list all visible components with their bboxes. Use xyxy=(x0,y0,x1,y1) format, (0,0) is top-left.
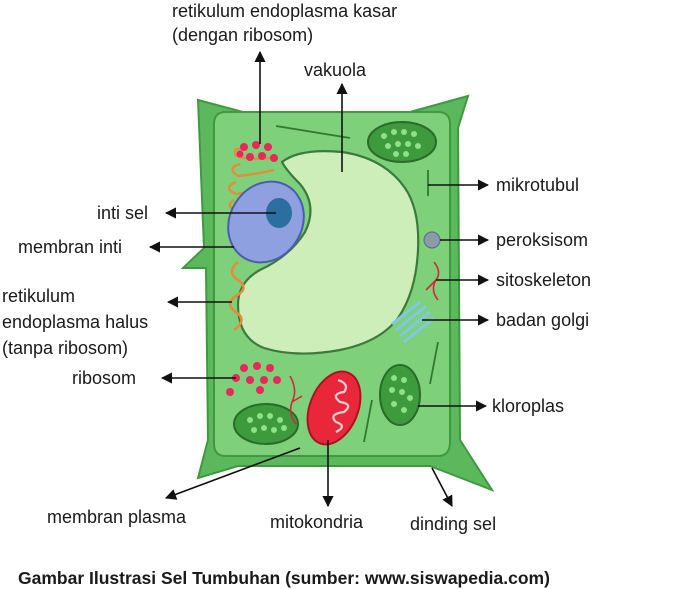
mitochondrion-cristae xyxy=(332,378,350,433)
label-vakuola: vakuola xyxy=(304,60,367,80)
free-ribosomes xyxy=(226,362,281,396)
mitochondrion xyxy=(306,370,362,446)
label-mitokondria: mitokondria xyxy=(270,512,364,532)
chloroplast-top-grana xyxy=(381,129,421,157)
label-mikrotubul: mikrotubul xyxy=(496,175,579,195)
chloroplast-right-grana xyxy=(389,375,413,413)
label-sitoskeleton: sitoskeleton xyxy=(496,270,591,290)
label-dinding-sel: dinding sel xyxy=(410,514,496,534)
microtubule-bottom xyxy=(363,399,373,443)
cytoskeleton-red-2 xyxy=(289,375,303,425)
label-inti-sel: inti sel xyxy=(97,203,148,223)
chloroplast-bottom xyxy=(233,403,299,445)
caption: Gambar Ilustrasi Sel Tumbuhan (sumber: w… xyxy=(18,568,550,588)
label-rer-line2: (dengan ribosom) xyxy=(172,25,313,45)
label-kloroplas: kloroplas xyxy=(492,396,564,416)
nucleolus xyxy=(266,198,292,228)
chloroplast-bottom-grana xyxy=(247,413,287,433)
label-membran-inti: membran inti xyxy=(18,237,122,257)
smooth-er xyxy=(228,261,245,332)
label-ser-line2: endoplasma halus xyxy=(2,312,148,332)
peroxisome xyxy=(423,231,441,249)
rer-ribosomes xyxy=(236,141,278,162)
chloroplast-right xyxy=(379,364,421,426)
chloroplast-top xyxy=(367,121,437,163)
label-badan-golgi: badan golgi xyxy=(496,310,589,330)
arrow-membran-plasma xyxy=(164,447,301,500)
label-rer-line1: retikulum endoplasma kasar xyxy=(172,1,397,21)
label-ser-line3: (tanpa ribosom) xyxy=(2,338,128,358)
microtubule-mid xyxy=(429,341,439,385)
vacuole xyxy=(236,150,420,355)
rough-er xyxy=(227,147,277,214)
arrow-dinding-sel xyxy=(431,467,453,507)
microtubule-top xyxy=(275,125,351,139)
label-ser-line1: retikulum xyxy=(2,286,75,306)
label-peroksisom: peroksisom xyxy=(496,230,588,250)
golgi-body xyxy=(391,300,435,344)
label-ribosom: ribosom xyxy=(72,368,136,388)
label-membran-plasma: membran plasma xyxy=(47,507,187,527)
